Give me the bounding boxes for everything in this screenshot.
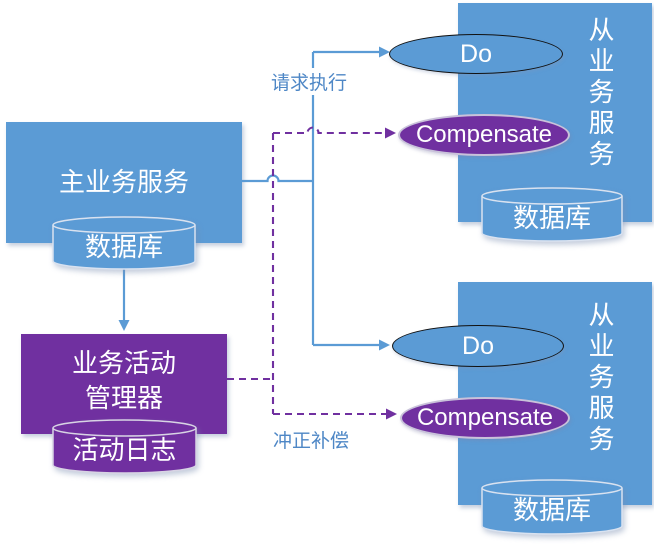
activity-log-label: 活动日志 <box>72 435 177 465</box>
activity-manager-box: 业务活动 管理器 <box>21 334 227 434</box>
cylinder-shape <box>481 479 623 535</box>
slave-service-bottom-label: 从业务服务 <box>585 301 615 456</box>
slave-service-top-label: 从业务服务 <box>585 16 615 171</box>
edge-compensate-top <box>273 126 386 135</box>
activity-manager-line2: 管理器 <box>84 383 163 413</box>
slave-service-bottom-box: 从业务服务 <box>458 282 652 505</box>
compensate-bottom-label: Compensate <box>416 404 554 431</box>
activity-manager-line1: 业务活动 <box>71 348 176 378</box>
reversal-compensation-label: 冲正补偿 <box>271 426 352 453</box>
arrowhead-do-bottom <box>379 339 390 351</box>
compensate-ellipse-bottom: Compensate <box>400 397 570 439</box>
edge-main-to-fork <box>242 174 313 183</box>
main-db-cylinder: 数据库 <box>52 216 196 270</box>
activity-log-cylinder: 活动日志 <box>52 419 197 474</box>
slave-bottom-db-cylinder: 数据库 <box>481 479 623 535</box>
main-db-label: 数据库 <box>84 232 163 262</box>
arrowhead-do-top <box>379 46 390 58</box>
cylinder-shape <box>481 187 623 242</box>
compensate-top-label: Compensate <box>415 121 553 148</box>
arrowhead-db-to-manager <box>118 320 130 331</box>
request-execution-label: 请求执行 <box>269 68 350 95</box>
slave-top-db-cylinder: 数据库 <box>481 187 623 242</box>
arrowhead-compensate-top <box>385 127 396 139</box>
do-top-label: Do <box>460 39 492 68</box>
main-service-label: 主业务服务 <box>58 167 189 197</box>
activity-manager-label: 业务活动 管理器 <box>72 346 176 416</box>
do-ellipse-bottom: Do <box>392 325 564 367</box>
cylinder-shape <box>52 419 197 474</box>
slave-top-db-label: 数据库 <box>512 203 591 233</box>
do-ellipse-top: Do <box>389 34 563 74</box>
cylinder-shape <box>52 216 196 270</box>
arrowhead-compensate-bottom <box>386 408 397 420</box>
compensate-ellipse-top: Compensate <box>398 114 570 156</box>
slave-bottom-db-label: 数据库 <box>512 495 591 525</box>
do-bottom-label: Do <box>462 331 494 360</box>
